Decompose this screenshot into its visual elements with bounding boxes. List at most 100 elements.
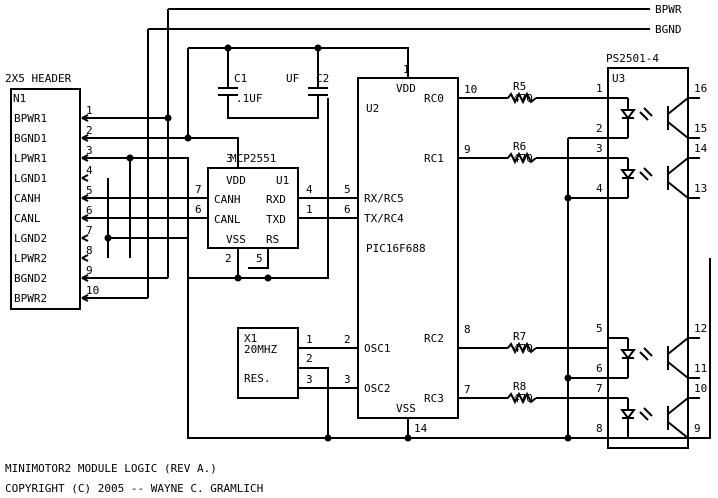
u2-pin-rc1: 9 xyxy=(464,143,471,156)
u1-vdd: VDD xyxy=(226,174,246,187)
header-pin-number: 8 xyxy=(86,244,93,257)
power-rails xyxy=(147,8,650,298)
c2-ref: C2 xyxy=(316,72,329,85)
transistor-leads xyxy=(688,337,700,379)
net-label-bgnd: BGND xyxy=(655,23,682,36)
pin-arrow xyxy=(81,234,89,242)
phototransistor-symbol xyxy=(667,157,689,199)
u3-right-pin: 12 xyxy=(694,322,707,335)
header-ref: N1 xyxy=(13,92,26,105)
c1-ref: C1 xyxy=(234,72,247,85)
phototransistor-symbol xyxy=(667,97,689,139)
u1-rs: RS xyxy=(266,233,279,246)
u1-part: MCP2551 xyxy=(230,152,276,165)
u3-left-pin: 5 xyxy=(596,322,603,335)
light-arrow xyxy=(639,167,653,181)
u2-tx: TX/RC4 xyxy=(364,212,404,225)
header-n1: 2X5 HEADER N1 BPWR11BGND12LPWR13LGND14CA… xyxy=(5,72,99,310)
u2-pin-vdd-num: 1 xyxy=(403,63,410,76)
u2-rc0: RC0 xyxy=(424,92,444,105)
resistor-symbol xyxy=(507,91,537,105)
led-leads xyxy=(608,337,628,379)
u2-osc2: OSC2 xyxy=(364,382,391,395)
u2-rx: RX/RC5 xyxy=(364,192,404,205)
u3-left-pin: 2 xyxy=(596,122,603,135)
capacitor-c1: C1 .1UF xyxy=(218,48,319,119)
phototransistor-symbol xyxy=(667,397,689,439)
resistor-symbol xyxy=(507,341,537,355)
pin-arrow xyxy=(81,174,89,182)
c1-value: .1UF xyxy=(236,92,263,105)
header-pin-label: BGND1 xyxy=(14,132,47,145)
u3-right-pin: 13 xyxy=(694,182,707,195)
header-pin-number: 1 xyxy=(86,104,93,117)
junction-dots xyxy=(104,44,572,442)
u2-pin-rc0: 10 xyxy=(464,83,477,96)
resistor-ref: R6 xyxy=(513,140,526,153)
u3-right-pin: 10 xyxy=(694,382,707,395)
capacitor-c2: UF C2 xyxy=(286,48,329,96)
u2-ref: U2 xyxy=(366,102,379,115)
u1-canl: CANL xyxy=(214,213,241,226)
u2-rc3: RC3 xyxy=(424,392,444,405)
resistor-ref: R8 xyxy=(513,380,526,393)
header-pin-number: 5 xyxy=(86,184,93,197)
transistor-leads xyxy=(688,157,700,199)
u2-vdd: VDD xyxy=(396,82,416,95)
u2-pin-osc1: 2 xyxy=(344,333,351,346)
led-symbol xyxy=(620,98,636,138)
resistor-ref: R7 xyxy=(513,330,526,343)
u1-pin-txd: 1 xyxy=(306,203,313,216)
header-pin-label: CANH xyxy=(14,192,41,205)
u2-rc1: RC1 xyxy=(424,152,444,165)
x1-value: 20MHZ xyxy=(244,343,277,356)
u3-left-pin: 4 xyxy=(596,182,603,195)
u3-right-pin: 9 xyxy=(694,422,701,435)
u1-pin-canl: 6 xyxy=(195,203,202,216)
u2-pin-osc2: 3 xyxy=(344,373,351,386)
resistor-value: 470 xyxy=(513,392,533,405)
opto-channel xyxy=(608,157,700,199)
header-wiring xyxy=(82,117,711,439)
can-transceiver-u1: MCP2551 3 VDD U1 CANH RXD CANL TXD VSS R… xyxy=(82,137,358,278)
u3-left-pin: 1 xyxy=(596,82,603,95)
led-leads xyxy=(608,157,628,199)
u1-ref: U1 xyxy=(276,174,289,187)
u2-part: PIC16F688 xyxy=(366,242,426,255)
header-pin-label: LGND2 xyxy=(14,232,47,245)
u3-part: PS2501-4 xyxy=(606,52,659,65)
u2-pin-rx: 5 xyxy=(344,183,351,196)
header-pin-label: LGND1 xyxy=(14,172,47,185)
u3-right-pin: 14 xyxy=(694,142,708,155)
u3-left-pin: 7 xyxy=(596,382,603,395)
header-pin-number: 4 xyxy=(86,164,93,177)
u3-left-pin: 3 xyxy=(596,142,603,155)
header-pin-number: 6 xyxy=(86,204,93,217)
u1-pin-canh: 7 xyxy=(195,183,202,196)
u2-osc1: OSC1 xyxy=(364,342,391,355)
transistor-leads xyxy=(688,397,700,439)
u3-ref: U3 xyxy=(612,72,625,85)
u2-pin-vss: 14 xyxy=(414,422,428,435)
c2-value: UF xyxy=(286,72,299,85)
microcontroller-u2: 1 VDD U2 RC0 RC1 RX/RC5 TX/RC4 PIC16F688… xyxy=(344,63,477,438)
u3-left-pin: 6 xyxy=(596,362,603,375)
light-arrow xyxy=(639,407,653,421)
x1-pin1: 1 xyxy=(306,333,313,346)
u1-pin-vdd-num: 3 xyxy=(226,152,233,165)
led-leads xyxy=(608,397,628,439)
led-symbol xyxy=(620,158,636,198)
pin-arrow xyxy=(81,254,89,262)
opto-channel xyxy=(608,97,700,139)
u1-pin-rxd: 4 xyxy=(306,183,313,196)
u3-right-pin: 16 xyxy=(694,82,707,95)
header-body xyxy=(10,88,81,310)
opto-channel xyxy=(608,397,700,439)
header-pin-label: BGND2 xyxy=(14,272,47,285)
header-pin-number: 10 xyxy=(86,284,99,297)
u1-pin-vss: 2 xyxy=(225,252,232,265)
u2-vss: VSS xyxy=(396,402,416,415)
x1-pin3: 3 xyxy=(306,373,313,386)
header-pin-label: CANL xyxy=(14,212,41,225)
